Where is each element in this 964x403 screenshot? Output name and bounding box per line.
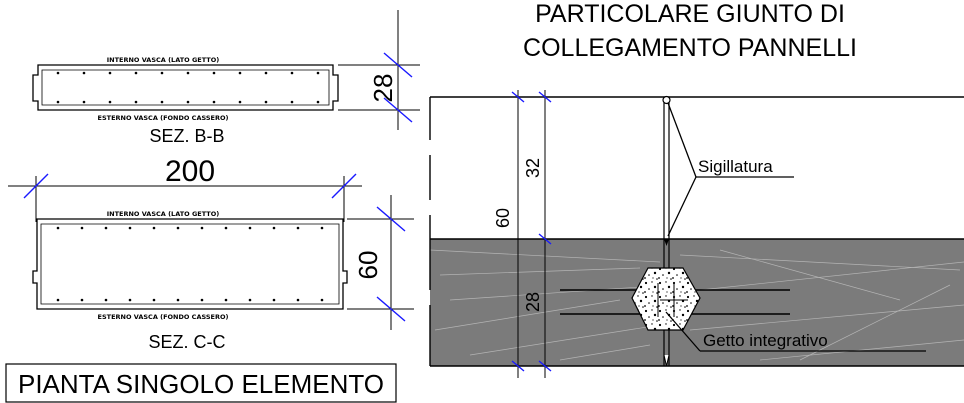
- rebar-dot: [290, 71, 294, 75]
- section-bb-rebar-dots: [56, 71, 320, 104]
- joint-dimension-chain: [511, 90, 552, 378]
- section-cc-name: SEZ. C-C: [148, 332, 225, 352]
- grout-label: Getto integrativo: [703, 331, 828, 350]
- rebar-dot: [56, 298, 60, 302]
- rebar-dot: [272, 226, 276, 230]
- rebar-dot: [186, 100, 190, 104]
- joint-interface-notch: [664, 239, 669, 246]
- rebar-dot: [176, 298, 180, 302]
- rebar-dot: [224, 226, 228, 230]
- section-bb-outline: [32, 64, 339, 111]
- seal-bead: [662, 95, 671, 105]
- section-cc-inner-outline: [40, 223, 340, 305]
- section-bb-name: SEZ. B-B: [149, 126, 224, 146]
- seal-leader: [667, 102, 794, 237]
- seal-label: Sigillatura: [698, 157, 773, 176]
- rebar-dot: [134, 100, 138, 104]
- joint-dim-lower: 28: [523, 292, 543, 312]
- section-cc-top-label: INTERNO VASCA (LATO GETTO): [107, 210, 220, 218]
- rebar-dot: [296, 298, 300, 302]
- plan-title-box: [5, 363, 397, 403]
- rebar-dot: [104, 298, 108, 302]
- rebar-dot: [108, 71, 112, 75]
- rebar-dot: [212, 71, 216, 75]
- rebar-dot: [128, 298, 132, 302]
- rebar-dot: [316, 100, 320, 104]
- section-cc-bottom-label: ESTERNO VASCA (FONDO CASSERO): [98, 313, 229, 321]
- rebar-dot: [248, 298, 252, 302]
- rebar-dot: [200, 298, 204, 302]
- joint-dim-upper: 32: [523, 158, 543, 178]
- rebar-dot: [264, 100, 268, 104]
- section-bb-top-label: INTERNO VASCA (LATO GETTO): [107, 56, 220, 64]
- grout-rebar-cross: [657, 283, 688, 317]
- section-cc: [32, 218, 348, 310]
- joint-gap-bottom-notch: [663, 354, 670, 367]
- rebar-dot: [212, 100, 216, 104]
- detail-title-line2: COLLEGAMENTO PANNELLI: [523, 34, 857, 62]
- plan-title: PIANTA SINGOLO ELEMENTO: [18, 369, 384, 399]
- rebar-dot: [320, 298, 324, 302]
- rebar-dot: [296, 226, 300, 230]
- rebar-dot: [186, 71, 190, 75]
- rebar-dot: [160, 71, 164, 75]
- rebar-dot: [80, 298, 84, 302]
- section-cc-thickness-dimension: [347, 195, 414, 330]
- section-bb-thickness-dimension: [338, 10, 420, 130]
- grout-leader: [665, 311, 926, 352]
- rebar-dot: [238, 71, 242, 75]
- rebar-dot: [200, 226, 204, 230]
- rebar-dot: [108, 100, 112, 104]
- section-bb: [32, 64, 339, 111]
- joint-lower-hatch: [429, 249, 964, 361]
- rebar-dot: [104, 226, 108, 230]
- rebar-dot: [224, 298, 228, 302]
- grout-pocket: [631, 267, 701, 331]
- rebar-dot: [238, 100, 242, 104]
- rebar-dot: [320, 226, 324, 230]
- joint-upper-layer: [430, 97, 964, 239]
- rebar-dot: [56, 100, 60, 104]
- rebar-dot: [290, 100, 294, 104]
- rebar-dot: [248, 226, 252, 230]
- rebar-dot: [80, 226, 84, 230]
- joint-dim-total: 60: [493, 208, 513, 228]
- rebar-dot: [82, 100, 86, 104]
- section-bb-thickness-value: 28: [368, 74, 398, 103]
- rebar-dot: [160, 100, 164, 104]
- rebar-dot: [176, 226, 180, 230]
- rebar-dot: [152, 298, 156, 302]
- section-cc-rebar-dots: [56, 226, 324, 302]
- section-cc-width-dimension: [8, 173, 362, 222]
- section-cc-outline: [32, 218, 348, 310]
- rebar-dot: [134, 71, 138, 75]
- rebar-dot: [264, 71, 268, 75]
- section-bb-inner-outline: [41, 69, 330, 106]
- rebar-dot: [82, 71, 86, 75]
- rebar-dot: [128, 226, 132, 230]
- section-bb-bottom-label: ESTERNO VASCA (FONDO CASSERO): [98, 114, 229, 122]
- rebar-dot: [272, 298, 276, 302]
- rebar-dot: [56, 226, 60, 230]
- rebar-dot: [152, 226, 156, 230]
- rebar-dot: [56, 71, 60, 75]
- section-cc-width-value: 200: [165, 155, 215, 188]
- rebar-dot: [316, 71, 320, 75]
- detail-title-line1: PARTICOLARE GIUNTO DI: [535, 0, 845, 28]
- section-cc-thickness-value: 60: [353, 251, 383, 280]
